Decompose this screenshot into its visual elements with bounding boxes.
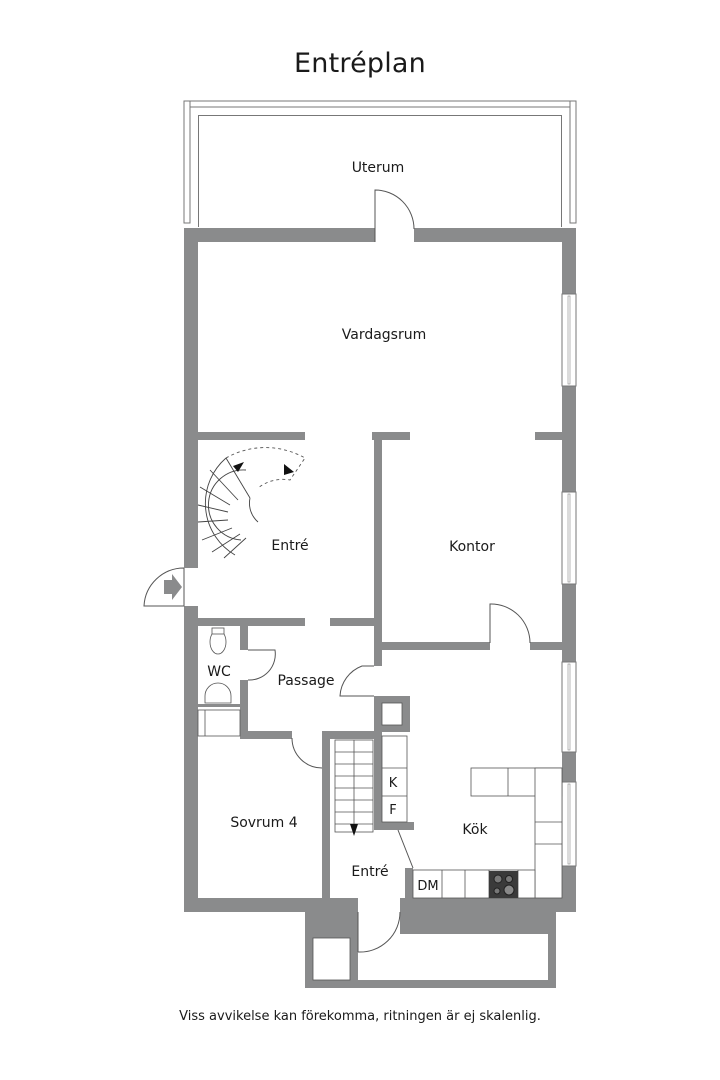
stove-icon	[489, 871, 518, 898]
straight-stairs	[334, 739, 374, 836]
windows	[561, 293, 577, 867]
room-label-wc: WC	[207, 664, 231, 680]
sink-icon	[204, 682, 232, 704]
appliance-label-dishwasher: DM	[417, 879, 438, 894]
room-label-entre-lower: Entré	[351, 864, 388, 880]
room-label-kontor: Kontor	[449, 539, 495, 555]
kitchen-cabinets	[381, 735, 563, 899]
room-label-vardagsrum: Vardagsrum	[342, 327, 427, 343]
appliance-label-fridge: K	[389, 776, 398, 791]
disclaimer-text: Viss avvikelse kan förekomma, ritningen …	[179, 1009, 541, 1024]
room-label-sovrum-4: Sovrum 4	[230, 815, 297, 831]
uterum-frame	[183, 100, 577, 227]
wc-fixtures	[197, 627, 241, 737]
page-title: Entréplan	[294, 48, 426, 79]
room-label-passage: Passage	[277, 673, 334, 689]
stairs-down-arrow-icon	[350, 824, 358, 836]
stair-down-arrow-icon	[284, 464, 294, 475]
spiral-stairs	[197, 447, 306, 559]
room-label-uterum: Uterum	[352, 160, 405, 176]
walls	[184, 228, 576, 988]
room-label-entre-upper: Entré	[271, 538, 308, 554]
storage-closet	[312, 937, 351, 981]
room-label-kok: Kök	[462, 822, 488, 838]
entrance-arrow-icon	[164, 574, 182, 600]
doors	[143, 189, 531, 953]
appliance-label-freezer: F	[389, 803, 396, 818]
stair-up-arrow-icon	[233, 462, 244, 472]
